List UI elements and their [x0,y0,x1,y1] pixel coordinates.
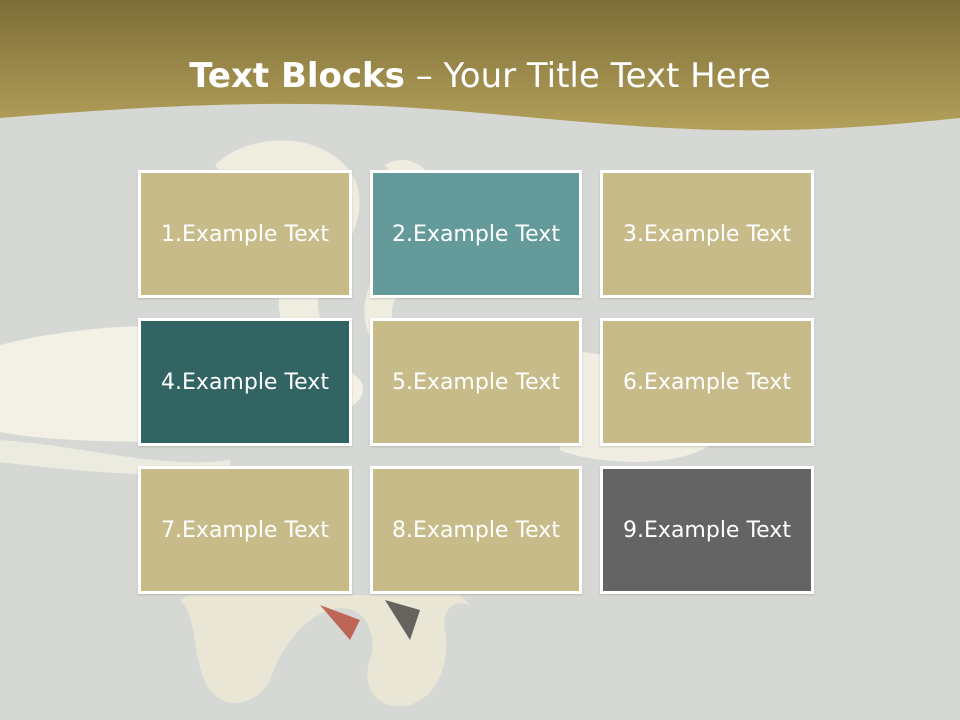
text-block-2: 2.Example Text [370,170,582,298]
text-block-5: 5.Example Text [370,318,582,446]
text-block-8: 8.Example Text [370,466,582,594]
title-bold: Text Blocks [189,56,405,96]
text-block-9: 9.Example Text [600,466,814,594]
title-dash: – [404,56,444,96]
title-rest: Your Title Text Here [443,56,771,96]
text-block-4: 4.Example Text [138,318,352,446]
text-block-3: 3.Example Text [600,170,814,298]
slide-title: Text Blocks – Your Title Text Here [0,52,960,100]
text-block-grid: 1.Example Text 2.Example Text 3.Example … [138,170,815,594]
text-block-7: 7.Example Text [138,466,352,594]
text-block-6: 6.Example Text [600,318,814,446]
text-block-1: 1.Example Text [138,170,352,298]
